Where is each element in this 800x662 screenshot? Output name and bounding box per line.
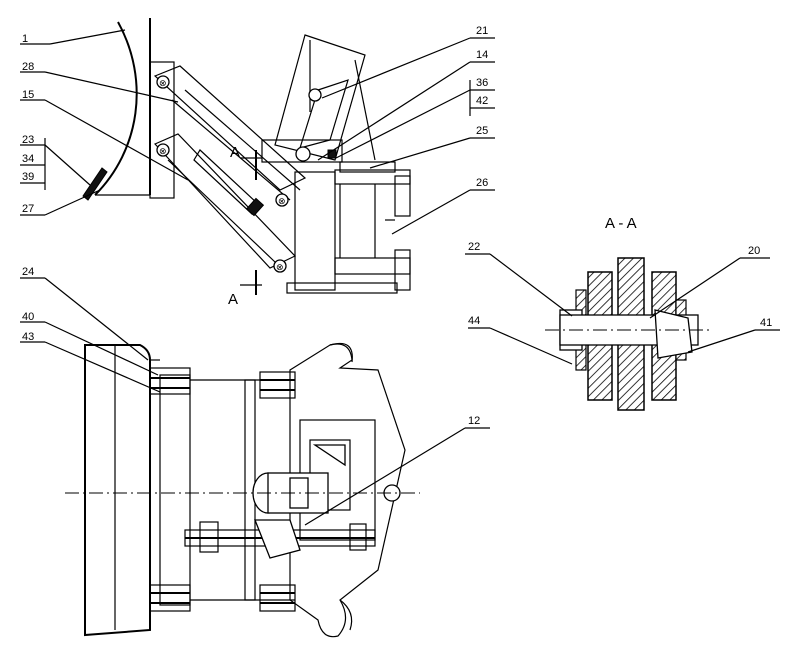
cut-mark-upper: A [230, 144, 240, 161]
callout-26: 26 [476, 177, 488, 189]
callout-34: 34 [22, 153, 34, 165]
callout-40: 40 [22, 311, 34, 323]
callout-24: 24 [22, 266, 34, 278]
svg-text:⊗: ⊗ [276, 262, 284, 272]
callout-12: 12 [468, 415, 480, 427]
callout-39: 39 [22, 171, 34, 183]
callout-1: 1 [22, 33, 28, 45]
plan-view [65, 342, 420, 638]
cut-mark-lower: A [228, 291, 238, 308]
svg-text:⊗: ⊗ [159, 146, 167, 156]
callout-22: 22 [468, 241, 480, 253]
callout-14: 14 [476, 49, 488, 61]
callout-28: 28 [22, 61, 34, 73]
section-a-a: A - A [545, 215, 710, 411]
callout-44: 44 [468, 315, 480, 327]
svg-text:⊗: ⊗ [159, 78, 167, 88]
callout-36: 36 [476, 77, 488, 89]
callout-43: 43 [22, 331, 34, 343]
callout-labels: 1 28 15 23 34 39 27 21 14 36 42 25 26 22… [22, 25, 772, 427]
section-label: A - A [605, 215, 637, 232]
callout-41: 41 [760, 317, 772, 329]
callout-23: 23 [22, 134, 34, 146]
callout-27: 27 [22, 203, 34, 215]
callout-21: 21 [476, 25, 488, 37]
callout-20: 20 [748, 245, 760, 257]
callout-25: 25 [476, 125, 488, 137]
svg-text:⊗: ⊗ [278, 196, 286, 206]
callout-15: 15 [22, 89, 34, 101]
leaders [20, 29, 780, 526]
side-view: ⊗ ⊗ ⊗ ⊗ A [82, 18, 411, 308]
callout-42: 42 [476, 95, 488, 107]
